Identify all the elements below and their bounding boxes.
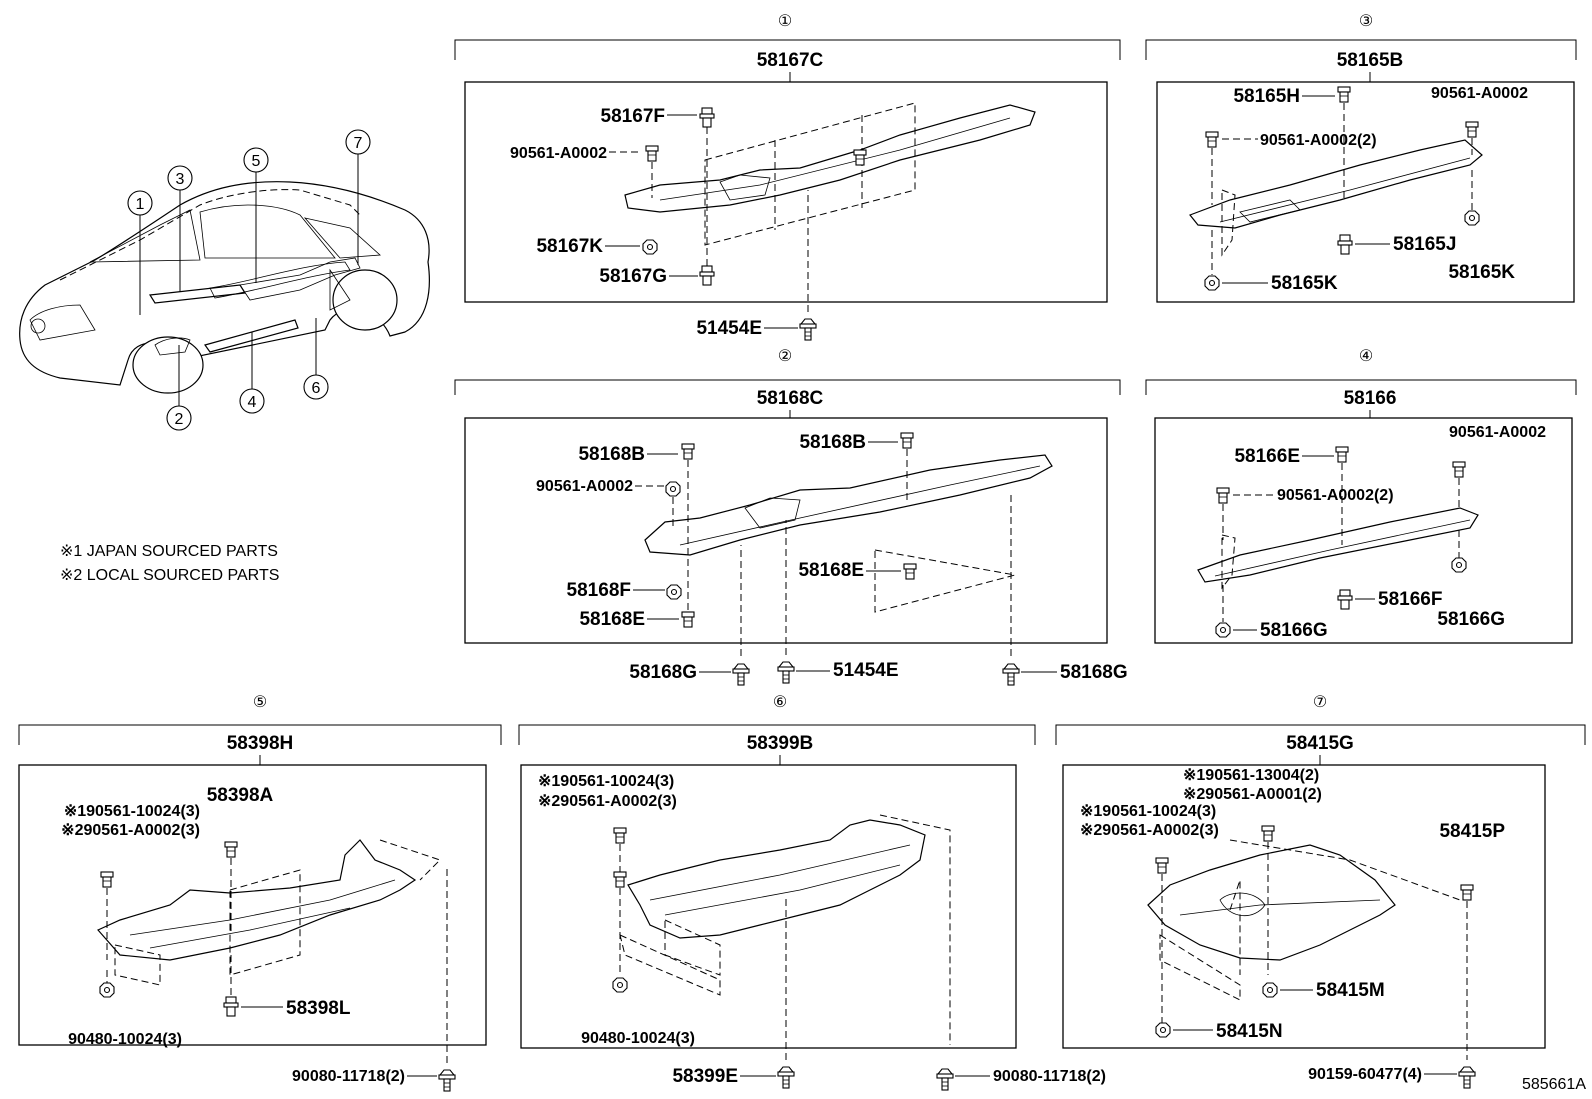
- svg-text:※290561-A0001(2): ※290561-A0001(2): [1183, 786, 1322, 803]
- svg-text:※290561-A0002(3): ※290561-A0002(3): [1080, 822, 1219, 839]
- group-6-58399B: ⑥ 58399B ※190561-10024(3) ※290561-A0002(…: [518, 694, 1106, 1091]
- svg-text:90159-60477(4): 90159-60477(4): [1308, 1066, 1422, 1083]
- svg-text:58166G: 58166G: [1437, 609, 1505, 630]
- diagram-id: 585661A: [1522, 1076, 1586, 1093]
- car-callout-4: 4: [239, 332, 265, 414]
- svg-text:58415N: 58415N: [1216, 1021, 1283, 1042]
- svg-text:58165K: 58165K: [1448, 262, 1515, 283]
- group-2-58168C: ② 58168C 58168B 90561-A0002 58168B 58168…: [454, 348, 1128, 686]
- svg-text:5: 5: [252, 153, 261, 170]
- svg-text:58415G: 58415G: [1286, 733, 1354, 754]
- svg-text:58165K: 58165K: [1271, 273, 1338, 294]
- svg-text:58168G: 58168G: [1060, 662, 1128, 683]
- svg-text:90561-A0002(2): 90561-A0002(2): [1260, 132, 1377, 149]
- svg-text:②: ②: [778, 348, 792, 365]
- svg-text:90480-10024(3): 90480-10024(3): [581, 1030, 695, 1047]
- svg-text:58399B: 58399B: [747, 733, 814, 754]
- svg-text:58168E: 58168E: [798, 560, 864, 581]
- svg-text:58165H: 58165H: [1233, 86, 1300, 107]
- car-callout-5: 5: [243, 147, 269, 283]
- car-callout-3: 3: [167, 165, 193, 292]
- svg-text:51454E: 51454E: [833, 660, 899, 681]
- svg-text:⑥: ⑥: [773, 694, 787, 711]
- svg-text:※190561-10024(3): ※190561-10024(3): [1080, 803, 1216, 820]
- svg-text:58167G: 58167G: [599, 266, 667, 287]
- svg-text:58398H: 58398H: [227, 733, 294, 754]
- svg-text:58168G: 58168G: [629, 662, 697, 683]
- group-3-58165B: ③ 58165B 58165H 90561-A0002 90561-A0002(…: [1145, 13, 1577, 303]
- svg-text:4: 4: [248, 394, 257, 411]
- group-4-58166: ④ 58166 58166E 90561-A0002 90561-A0002(2…: [1145, 348, 1577, 644]
- svg-text:90080-11718(2): 90080-11718(2): [993, 1068, 1106, 1085]
- svg-text:※190561-13004(2): ※190561-13004(2): [1183, 767, 1319, 784]
- svg-text:58399E: 58399E: [672, 1066, 738, 1087]
- svg-text:58168F: 58168F: [567, 580, 631, 601]
- car-overview: 1 3 5 7 2 4 6: [19, 129, 430, 431]
- svg-text:58167K: 58167K: [536, 236, 603, 257]
- svg-text:58166E: 58166E: [1234, 446, 1300, 467]
- svg-text:90561-A0002(2): 90561-A0002(2): [1277, 487, 1394, 504]
- svg-text:58166F: 58166F: [1378, 589, 1442, 610]
- car-callout-6: 6: [303, 318, 329, 400]
- svg-text:58168E: 58168E: [579, 609, 645, 630]
- svg-text:58398L: 58398L: [286, 998, 351, 1019]
- svg-text:※290561-A0002(3): ※290561-A0002(3): [61, 822, 200, 839]
- svg-text:58398A: 58398A: [207, 785, 274, 806]
- svg-text:90561-A0002: 90561-A0002: [510, 145, 607, 162]
- svg-text:58167F: 58167F: [601, 106, 665, 127]
- svg-text:⑤: ⑤: [253, 694, 267, 711]
- svg-text:90561-A0002: 90561-A0002: [1449, 424, 1546, 441]
- note-local-sourced: ※2 LOCAL SOURCED PARTS: [60, 567, 279, 584]
- svg-text:58165J: 58165J: [1393, 234, 1456, 255]
- car-callout-2: 2: [166, 345, 192, 431]
- svg-text:1: 1: [136, 196, 145, 213]
- svg-text:58168B: 58168B: [578, 444, 645, 465]
- svg-text:90480-10024(3): 90480-10024(3): [68, 1031, 182, 1048]
- group-1-58167C: ① 58167C 58167F 90561-A0002 58167K 58167…: [454, 13, 1121, 341]
- svg-text:3: 3: [176, 171, 185, 188]
- svg-text:58166: 58166: [1344, 388, 1397, 409]
- svg-text:※190561-10024(3): ※190561-10024(3): [538, 773, 674, 790]
- svg-text:④: ④: [1359, 348, 1373, 365]
- svg-text:58415M: 58415M: [1316, 980, 1385, 1001]
- svg-text:58168B: 58168B: [799, 432, 866, 453]
- svg-text:58167C: 58167C: [757, 50, 824, 71]
- group-7-58415G: ⑦ 58415G ※190561-13004(2) ※290561-A0001(…: [1055, 694, 1586, 1089]
- car-callout-1: 1: [127, 190, 153, 315]
- note-japan-sourced: ※1 JAPAN SOURCED PARTS: [60, 543, 278, 560]
- svg-text:58168C: 58168C: [757, 388, 824, 409]
- svg-text:90080-11718(2): 90080-11718(2): [292, 1068, 405, 1085]
- svg-text:6: 6: [312, 380, 321, 397]
- group-5-58398H: ⑤ 58398H 58398A ※190561-10024(3) ※290561…: [18, 694, 502, 1092]
- svg-text:⑦: ⑦: [1313, 694, 1327, 711]
- svg-text:7: 7: [354, 135, 363, 152]
- svg-text:58166G: 58166G: [1260, 620, 1328, 641]
- svg-text:2: 2: [175, 411, 184, 428]
- svg-text:51454E: 51454E: [696, 318, 762, 339]
- svg-text:90561-A0002: 90561-A0002: [1431, 85, 1528, 102]
- svg-text:58165B: 58165B: [1337, 50, 1404, 71]
- svg-text:①: ①: [778, 13, 792, 30]
- svg-text:※290561-A0002(3): ※290561-A0002(3): [538, 793, 677, 810]
- svg-text:90561-A0002: 90561-A0002: [536, 478, 633, 495]
- car-callout-7: 7: [345, 129, 371, 265]
- svg-text:③: ③: [1359, 13, 1373, 30]
- svg-text:58415P: 58415P: [1439, 821, 1505, 842]
- svg-text:※190561-10024(3): ※190561-10024(3): [64, 803, 200, 820]
